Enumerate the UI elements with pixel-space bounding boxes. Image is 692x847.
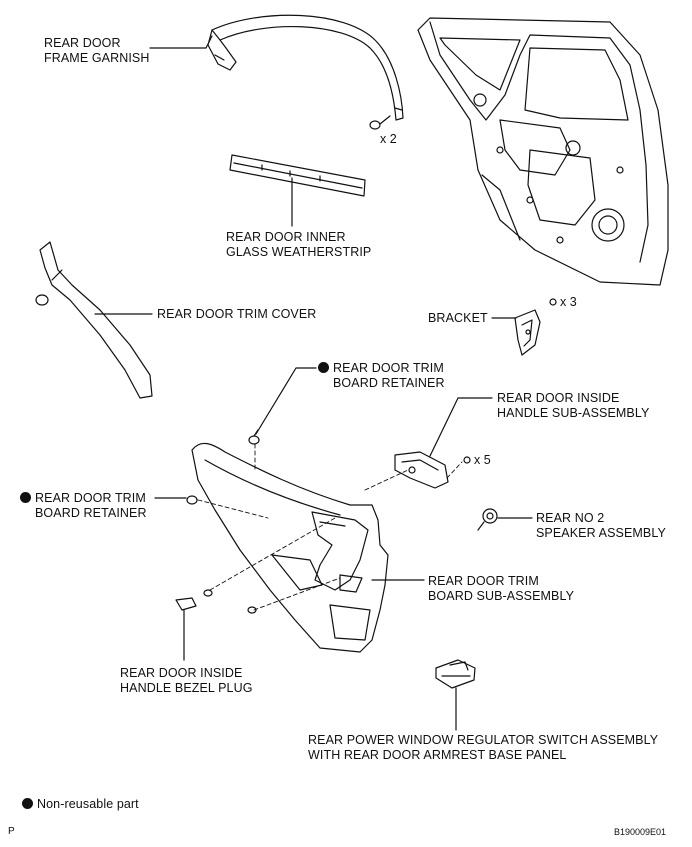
qty-handle-screws: x 5 xyxy=(474,453,491,467)
non-reusable-dot-icon xyxy=(20,492,31,503)
legend: Non-reusable part xyxy=(22,797,139,812)
qty-bracket-screws: x 3 xyxy=(560,295,577,309)
rear-door-panel-part xyxy=(417,17,669,286)
label-window-switch: REAR POWER WINDOW REGULATOR SWITCH ASSEM… xyxy=(308,733,659,762)
retainer-left-part xyxy=(186,495,198,505)
assembly-dashed-lines xyxy=(197,443,463,611)
label-retainer-left: REAR DOOR TRIM BOARD RETAINER xyxy=(20,491,147,521)
bracket-part xyxy=(514,298,557,356)
leader-inside-handle xyxy=(429,397,493,457)
figure-code: B190009E01 xyxy=(614,827,667,837)
speaker-part xyxy=(477,508,498,531)
frame-garnish-part xyxy=(207,14,404,121)
screws-part xyxy=(203,589,257,614)
inside-handle-part xyxy=(394,451,471,489)
label-retainer-top: REAR DOOR TRIM BOARD RETAINER xyxy=(318,361,445,391)
label-bracket: BRACKET xyxy=(428,311,488,325)
garnish-clip-part xyxy=(369,115,391,130)
bezel-plug-part xyxy=(175,597,197,611)
label-trim-cover: REAR DOOR TRIM COVER xyxy=(157,307,317,321)
leader-retainer-top xyxy=(255,367,317,435)
non-reusable-dot-icon xyxy=(318,362,329,373)
corner-left-code: P xyxy=(8,826,15,837)
window-switch-part xyxy=(435,659,476,689)
leader-garnish xyxy=(149,35,213,49)
weatherstrip-part xyxy=(229,154,366,197)
trim-cover-part xyxy=(35,241,153,399)
non-reusable-dot-icon xyxy=(22,798,33,809)
qty-garnish-clips: x 2 xyxy=(380,132,397,146)
trim-board-part xyxy=(191,442,389,653)
